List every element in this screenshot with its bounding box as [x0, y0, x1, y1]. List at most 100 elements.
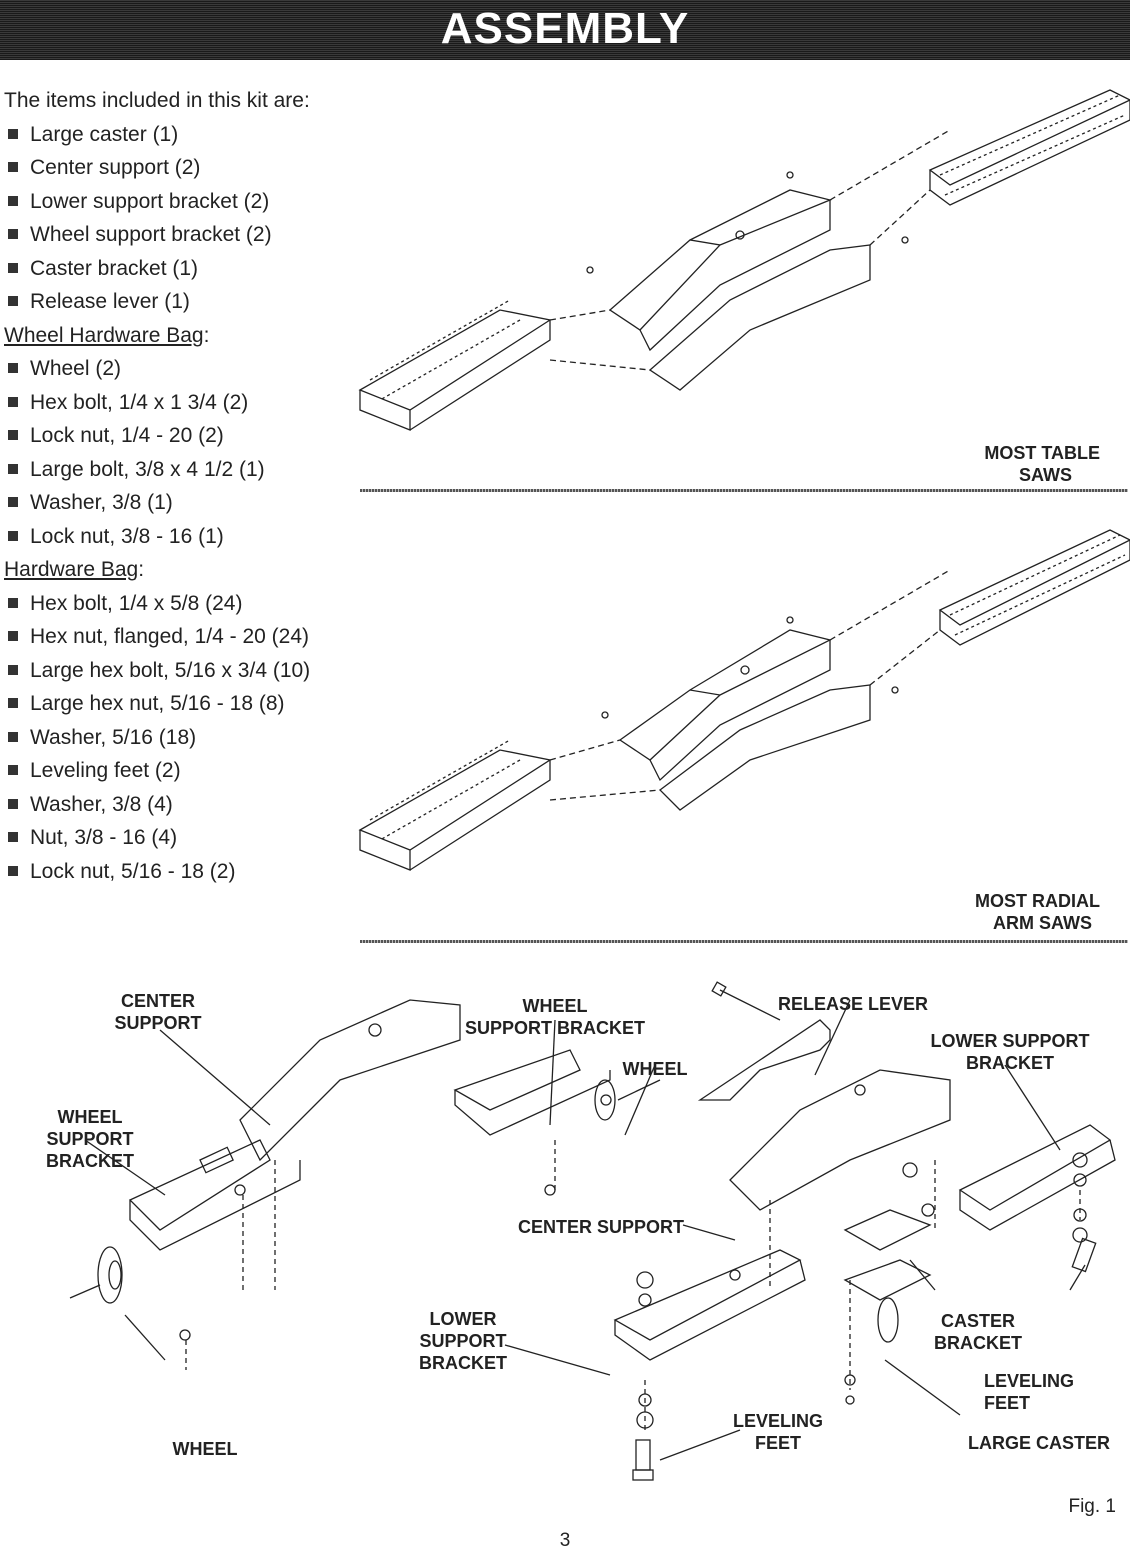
divider	[360, 940, 1128, 943]
label-line: SUPPORT	[46, 1129, 134, 1149]
square-bullet-icon	[8, 731, 18, 742]
square-bullet-icon	[8, 162, 18, 173]
label-lower-support-bracket-left: LOWER SUPPORT BRACKET	[408, 1308, 518, 1374]
kit-list-item: Lock nut, 3/8 - 16 (1)	[4, 520, 344, 554]
section-title: ASSEMBLY	[440, 4, 690, 53]
kit-list-item-text: Lock nut, 1/4 - 20 (2)	[30, 424, 224, 447]
square-bullet-icon	[8, 664, 18, 675]
kit-list-item-text: Wheel support bracket (2)	[30, 223, 272, 246]
kit-list-item: Wheel support bracket (2)	[4, 218, 344, 252]
kit-list-item: Caster bracket (1)	[4, 252, 344, 286]
kit-list-item-text: Washer, 3/8 (1)	[30, 491, 173, 514]
kit-list-item-text: Wheel (2)	[30, 357, 122, 380]
kit-list-item-text: Hex nut, flanged, 1/4 - 20 (24)	[30, 625, 309, 648]
square-bullet-icon	[8, 530, 18, 541]
kit-list-item-text: Large hex bolt, 5/16 x 3/4 (10)	[30, 658, 311, 682]
kit-list-item-text: Washer, 3/8 (4)	[30, 792, 173, 816]
kit-list-item-text: Caster bracket (1)	[30, 256, 199, 280]
kit-list-item: Large hex nut, 5/16 - 18 (8)	[4, 687, 344, 721]
kit-list-item-text: Lock nut, 5/16 - 18 (2)	[30, 859, 236, 883]
figure-label: Fig. 1	[1068, 1496, 1116, 1517]
square-bullet-icon	[8, 597, 18, 608]
kit-list-item: Hex bolt, 1/4 x 5/8 (24)	[4, 587, 344, 621]
caption-line: ARM SAWS	[993, 913, 1092, 933]
label-lower-support-bracket-right: LOWER SUPPORT BRACKET	[925, 1030, 1095, 1074]
label-line: BRACKET	[46, 1151, 134, 1171]
label-line: FEET	[754, 1433, 801, 1453]
kit-list-item-text: Leveling feet (2)	[30, 759, 181, 782]
kit-list-item-text: Hex bolt, 1/4 x 5/8 (24)	[30, 591, 243, 615]
label-line: BRACKET	[934, 1333, 1022, 1353]
label-center-support-mid: CENTER SUPPORT	[518, 1217, 685, 1237]
kit-list-item-text: Large bolt, 3/8 x 4 1/2 (1)	[30, 457, 265, 481]
label-caster-bracket: CASTER BRACKET	[928, 1310, 1028, 1354]
label-line: LEVELING	[732, 1411, 823, 1431]
label-line: WHEEL	[57, 1107, 123, 1127]
label-large-caster: LARGE CASTER	[968, 1433, 1111, 1453]
kit-list-item: Nut, 3/8 - 16 (4)	[4, 821, 344, 855]
label-leveling-feet-mid: LEVELING FEET	[728, 1410, 828, 1454]
label-line: LOWER	[429, 1309, 497, 1329]
kit-list-item: Washer, 5/16 (18)	[4, 721, 344, 755]
caption-line: SAWS	[1018, 465, 1072, 485]
wheel-hardware-bag-heading: Wheel Hardware Bag	[4, 323, 204, 347]
square-bullet-icon	[8, 396, 18, 407]
kit-list-item-text: Lower support bracket (2)	[30, 189, 270, 213]
square-bullet-icon	[8, 363, 18, 374]
label-center-support-top: CENTER SUPPORT	[98, 990, 218, 1034]
kit-list-item: Lock nut, 5/16 - 18 (2)	[4, 855, 344, 889]
kit-list-item: Large hex bolt, 5/16 x 3/4 (10)	[4, 654, 344, 688]
diagram-caption-radial-arm-saws: MOST RADIAL ARM SAWS	[960, 890, 1100, 934]
section-banner: ASSEMBLY	[0, 0, 1130, 60]
label-line: CASTER	[940, 1311, 1015, 1331]
label-line: BRACKET	[966, 1053, 1054, 1073]
kit-list-item-text: Center support (2)	[30, 156, 201, 179]
caption-line: MOST TABLE	[984, 443, 1100, 463]
square-bullet-icon	[8, 698, 18, 709]
kit-list-item: Center support (2)	[4, 151, 344, 185]
square-bullet-icon	[8, 798, 18, 809]
kit-list-item: Washer, 3/8 (4)	[4, 788, 344, 822]
kit-list-item: Large caster (1)	[4, 118, 344, 152]
kit-list-item-text: Large hex nut, 5/16 - 18 (8)	[30, 692, 285, 715]
square-bullet-icon	[8, 195, 18, 206]
label-wheel-top: WHEEL	[622, 1059, 688, 1079]
page-number: 3	[559, 1530, 571, 1551]
kit-list-item: Hex nut, flanged, 1/4 - 20 (24)	[4, 620, 344, 654]
square-bullet-icon	[8, 229, 18, 240]
label-line: SUPPORT BRACKET	[464, 1018, 645, 1038]
square-bullet-icon	[8, 430, 18, 441]
kit-list-item: Release lever (1)	[4, 285, 344, 319]
table-saw-assembly-diagram	[358, 89, 1130, 431]
label-line: WHEEL	[522, 996, 588, 1016]
kit-intro: The items included in this kit are:	[4, 89, 310, 112]
kit-list-item: Lock nut, 1/4 - 20 (2)	[4, 419, 344, 453]
kit-list-item: Hex bolt, 1/4 x 1 3/4 (2)	[4, 386, 344, 420]
kit-list-item-text: Nut, 3/8 - 16 (4)	[30, 826, 178, 849]
square-bullet-icon	[8, 832, 18, 843]
label-line: BRACKET	[419, 1353, 507, 1373]
square-bullet-icon	[8, 262, 18, 273]
square-bullet-icon	[8, 765, 18, 776]
square-bullet-icon	[8, 631, 18, 642]
radial-arm-saw-assembly-diagram	[358, 529, 1130, 871]
kit-list-item: Washer, 3/8 (1)	[4, 486, 344, 520]
caption-line: MOST RADIAL	[975, 891, 1100, 911]
kit-list-item: Lower support bracket (2)	[4, 185, 344, 219]
exploded-parts-diagram	[69, 981, 1116, 1481]
square-bullet-icon	[8, 865, 18, 876]
label-line: SUPPORT	[419, 1331, 507, 1351]
kit-list-item: Wheel (2)	[4, 352, 344, 386]
kit-list-item: Large bolt, 3/8 x 4 1/2 (1)	[4, 453, 344, 487]
label-line: LOWER SUPPORT	[930, 1031, 1090, 1051]
label-release-lever: RELEASE LEVER	[778, 994, 929, 1014]
square-bullet-icon	[8, 463, 18, 474]
hardware-bag-heading: Hardware Bag	[4, 558, 139, 581]
kit-list-item-text: Release lever (1)	[30, 290, 190, 313]
diagram-caption-table-saws: MOST TABLE SAWS	[960, 442, 1100, 486]
label-line: CENTER	[120, 991, 195, 1011]
kit-list-item: Leveling feet (2)	[4, 754, 344, 788]
label-wheel-support-bracket-top: WHEEL SUPPORT BRACKET	[460, 995, 650, 1039]
label-wheel-bottom: WHEEL	[172, 1439, 238, 1459]
kit-contents-list: The items included in this kit are: Larg…	[4, 84, 344, 888]
